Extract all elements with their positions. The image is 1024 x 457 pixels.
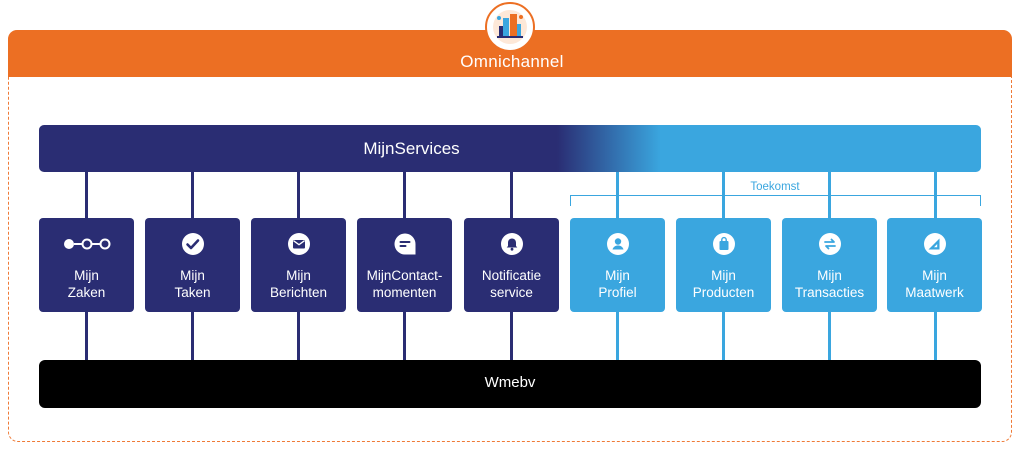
service-box-mijn-producten: Mijn Producten xyxy=(676,218,771,312)
service-box-mijn-profiel: Mijn Profiel xyxy=(570,218,665,312)
connector-line xyxy=(85,172,88,218)
connector-line xyxy=(616,312,619,360)
wmebv-bar xyxy=(39,360,981,408)
connector-line xyxy=(934,172,937,218)
envelope-icon xyxy=(287,232,311,256)
service-box-mijn-zaken: Mijn Zaken xyxy=(39,218,134,312)
connector-line xyxy=(191,172,194,218)
connector-line xyxy=(722,172,725,218)
service-box-mijncontactmomenten: MijnContact- momenten xyxy=(357,218,452,312)
connector-line xyxy=(722,312,725,360)
connector-line xyxy=(85,312,88,360)
toekomst-label: Toekomst xyxy=(744,180,806,194)
check-circle-icon xyxy=(181,232,205,256)
process-steps-icon xyxy=(63,232,111,256)
service-box-notificatie-service: Notificatie service xyxy=(464,218,559,312)
user-icon xyxy=(606,232,630,256)
set-square-icon xyxy=(923,232,947,256)
wmebv-label: Wmebv xyxy=(484,374,536,391)
omnichannel-label: Omnichannel xyxy=(460,52,564,71)
service-label: Mijn Producten xyxy=(692,268,755,300)
connector-line xyxy=(297,312,300,360)
service-label: Mijn Berichten xyxy=(269,268,328,300)
service-label: MijnContact- momenten xyxy=(366,268,443,300)
service-label: Notificatie service xyxy=(481,268,542,300)
exchange-arrows-icon xyxy=(818,232,842,256)
bell-icon xyxy=(500,232,524,256)
service-box-mijn-maatwerk: Mijn Maatwerk xyxy=(887,218,982,312)
mijnservices-label: MijnServices xyxy=(363,139,460,158)
connector-line xyxy=(934,312,937,360)
toekomst-bracket xyxy=(570,195,981,206)
service-box-mijn-transacties: Mijn Transacties xyxy=(782,218,877,312)
service-label: Mijn Transacties xyxy=(794,268,865,300)
connector-line xyxy=(297,172,300,218)
mijnservices-bar xyxy=(39,125,981,172)
connector-line xyxy=(616,172,619,218)
connector-line xyxy=(191,312,194,360)
connector-line xyxy=(510,312,513,360)
service-label: Mijn Taken xyxy=(174,268,211,300)
service-label: Mijn Maatwerk xyxy=(905,268,964,300)
service-box-mijn-taken: Mijn Taken xyxy=(145,218,240,312)
connector-line xyxy=(828,172,831,218)
service-label: Mijn Zaken xyxy=(67,268,106,300)
city-services-logo-icon xyxy=(485,2,535,52)
connector-line xyxy=(403,312,406,360)
chat-bubble-icon xyxy=(393,232,417,256)
service-label: Mijn Profiel xyxy=(598,268,637,300)
connector-line xyxy=(403,172,406,218)
service-box-mijn-berichten: Mijn Berichten xyxy=(251,218,346,312)
connector-line xyxy=(510,172,513,218)
connector-line xyxy=(828,312,831,360)
shopping-bag-icon xyxy=(712,232,736,256)
